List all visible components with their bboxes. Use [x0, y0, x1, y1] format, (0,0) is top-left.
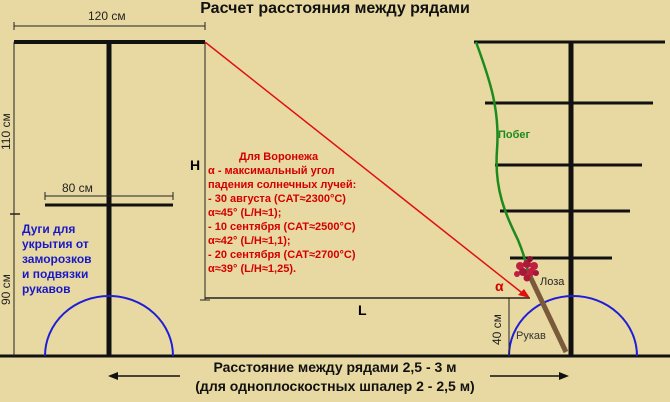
arcs-note-line: укрытия от — [22, 237, 89, 251]
arcs-note-line: рукавов — [22, 282, 71, 296]
info-line: падения солнечных лучей: — [208, 179, 357, 191]
shoot-stem — [474, 41, 530, 273]
h-label: H — [190, 157, 201, 173]
sleeve-trunk — [524, 268, 569, 354]
info-line: - 20 сентября (CAT≈2700°C) — [208, 249, 356, 261]
left-cover-arc — [44, 295, 174, 357]
info-line: α≈39° (L/H≈1,25). — [208, 263, 297, 275]
arcs-note-line: Дуги для — [22, 222, 76, 236]
width-120-label: 120 см — [88, 9, 126, 23]
row-spacing-arrowhead-left — [108, 372, 118, 380]
vine-label: Лоза — [540, 276, 565, 288]
sleeve-label: Рукав — [516, 330, 546, 342]
info-line: α≈45° (L/H≈1); — [208, 207, 282, 219]
info-line: - 10 сентября (CAT≈2500°C) — [208, 221, 356, 233]
row-spacing-arrowhead-right — [559, 372, 569, 380]
arcs-note-line: и подвязки — [22, 267, 89, 281]
info-line: α - максимальный угол — [208, 165, 335, 177]
shoot-label: Побег — [498, 129, 531, 141]
info-line: - 30 августа (CAT≈2300°C) — [208, 193, 346, 205]
arcs-note: Дуги для укрытия от заморозков и подвязк… — [22, 222, 108, 297]
info-line: α≈42° (L/H≈1,1); — [208, 235, 291, 247]
width-80-label: 80 см — [62, 181, 93, 195]
info-line: Для Воронежа — [239, 151, 319, 163]
grape-cluster — [514, 256, 539, 282]
page-title: Расчет расстояния между рядами — [200, 0, 470, 17]
arcs-note-line: заморозков — [22, 252, 92, 266]
alpha-label: α — [495, 278, 504, 294]
right-cover-arc — [508, 295, 638, 357]
l-label: L — [358, 302, 367, 318]
sun-ray-line — [204, 41, 527, 297]
sun-angle-info: Для Воронежа α - максимальный угол паден… — [208, 150, 393, 276]
row-spacing-subcaption: (для одноплоскостных шпалер 2 - 2,5 м) — [195, 378, 475, 394]
row-spacing-caption: Расстояние между рядами 2,5 - 3 м — [213, 359, 457, 375]
sun-ray-arrowhead — [518, 289, 530, 298]
